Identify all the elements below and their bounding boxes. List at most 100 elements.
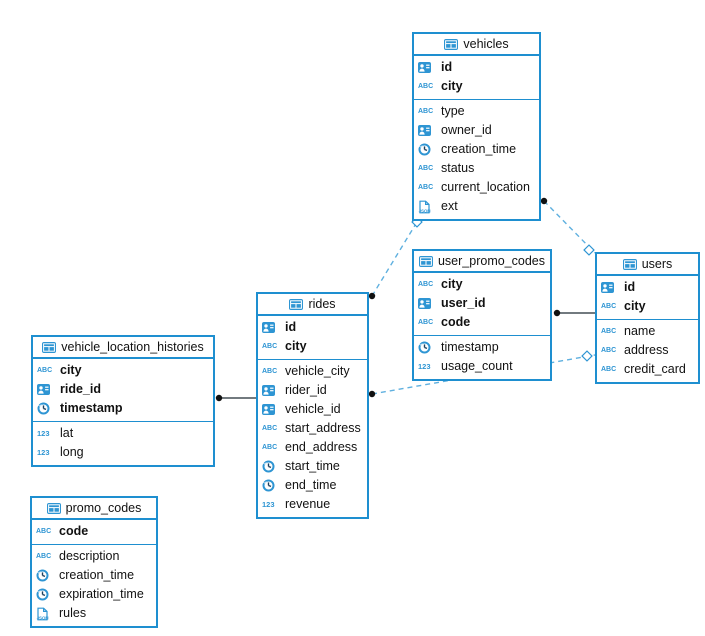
table-icon xyxy=(444,38,459,50)
column-name: creation_time xyxy=(59,568,135,583)
datetime-type-icon xyxy=(36,588,56,601)
table-icon xyxy=(289,298,304,310)
column-name: user_id xyxy=(441,296,486,311)
id-type-icon xyxy=(262,404,282,415)
table-header-vehicle_location_histories[interactable]: vehicle_location_histories xyxy=(33,337,213,359)
relationship-user_promo_codes-users[interactable] xyxy=(553,309,595,317)
table-icon xyxy=(418,255,433,267)
column-name: end_address xyxy=(285,440,358,455)
column-name: current_location xyxy=(441,180,530,195)
column-row-type[interactable]: ABC type xyxy=(414,102,539,121)
id-type-icon xyxy=(37,384,57,395)
relationship-line xyxy=(371,221,418,297)
column-name: code xyxy=(59,524,89,539)
table-header-vehicles[interactable]: vehicles xyxy=(414,34,539,56)
table-title: vehicles xyxy=(463,37,509,51)
table-header-users[interactable]: users xyxy=(597,254,698,276)
id-type-icon xyxy=(262,385,282,396)
relationship-diamond-marker xyxy=(581,350,593,362)
relationship-dot-marker xyxy=(540,197,548,205)
column-name: end_time xyxy=(285,478,337,493)
relationship-dot-marker xyxy=(215,394,223,402)
column-row-start_time[interactable]: start_time xyxy=(258,457,367,476)
table-title: vehicle_location_histories xyxy=(61,340,204,354)
datetime-type-icon xyxy=(37,402,57,415)
column-row-expiration_time[interactable]: expiration_time xyxy=(32,585,156,604)
column-row-ext[interactable]: JSON ext xyxy=(414,197,539,216)
column-row-ride_id[interactable]: ride_id xyxy=(33,380,213,399)
column-row-vehicle_id[interactable]: vehicle_id xyxy=(258,400,367,419)
column-row-id[interactable]: id xyxy=(258,318,367,337)
datetime-type-icon xyxy=(262,460,282,473)
text-type-icon: ABC xyxy=(262,425,278,432)
column-name: ext xyxy=(441,199,458,214)
text-type-icon: ABC xyxy=(418,108,434,115)
text-type-icon: ABC xyxy=(37,367,53,374)
text-type-icon: ABC xyxy=(418,281,434,288)
json-type-icon: JSON xyxy=(36,607,56,621)
column-row-code[interactable]: ABC code xyxy=(32,522,156,541)
text-type-icon: ABC xyxy=(418,319,434,326)
column-row-id[interactable]: id xyxy=(414,58,539,77)
id-type-icon xyxy=(418,125,438,136)
column-row-owner_id[interactable]: owner_id xyxy=(414,121,539,140)
column-name: type xyxy=(441,104,465,119)
column-name: id xyxy=(441,60,453,75)
column-row-id[interactable]: id xyxy=(597,278,698,297)
text-type-icon: ABC xyxy=(36,528,52,535)
column-name: vehicle_city xyxy=(285,364,350,379)
table-title: promo_codes xyxy=(65,501,142,515)
column-row-timestamp[interactable]: timestamp xyxy=(414,338,550,357)
column-name: credit_card xyxy=(624,362,686,377)
table-icon xyxy=(46,502,61,514)
table-header-user_promo_codes[interactable]: user_promo_codes xyxy=(414,251,550,273)
column-row-end_time[interactable]: end_time xyxy=(258,476,367,495)
table-header-promo_codes[interactable]: promo_codes xyxy=(32,498,156,520)
relationship-dot-marker xyxy=(368,292,376,300)
column-row-rider_id[interactable]: rider_id xyxy=(258,381,367,400)
table-header-rides[interactable]: rides xyxy=(258,294,367,316)
relationship-vehicle_location_histories-rides[interactable] xyxy=(215,394,256,402)
text-type-icon: ABC xyxy=(601,328,617,335)
column-name: ride_id xyxy=(60,382,101,397)
svg-text:JSON: JSON xyxy=(419,208,431,213)
column-row-timestamp[interactable]: timestamp xyxy=(33,399,213,418)
column-row-creation_time[interactable]: creation_time xyxy=(32,566,156,585)
column-name: description xyxy=(59,549,120,564)
column-name: id xyxy=(285,320,297,335)
column-row-user_id[interactable]: user_id xyxy=(414,294,550,313)
column-row-creation_time[interactable]: creation_time xyxy=(414,140,539,159)
relationship-vehicles-users[interactable] xyxy=(540,197,596,256)
